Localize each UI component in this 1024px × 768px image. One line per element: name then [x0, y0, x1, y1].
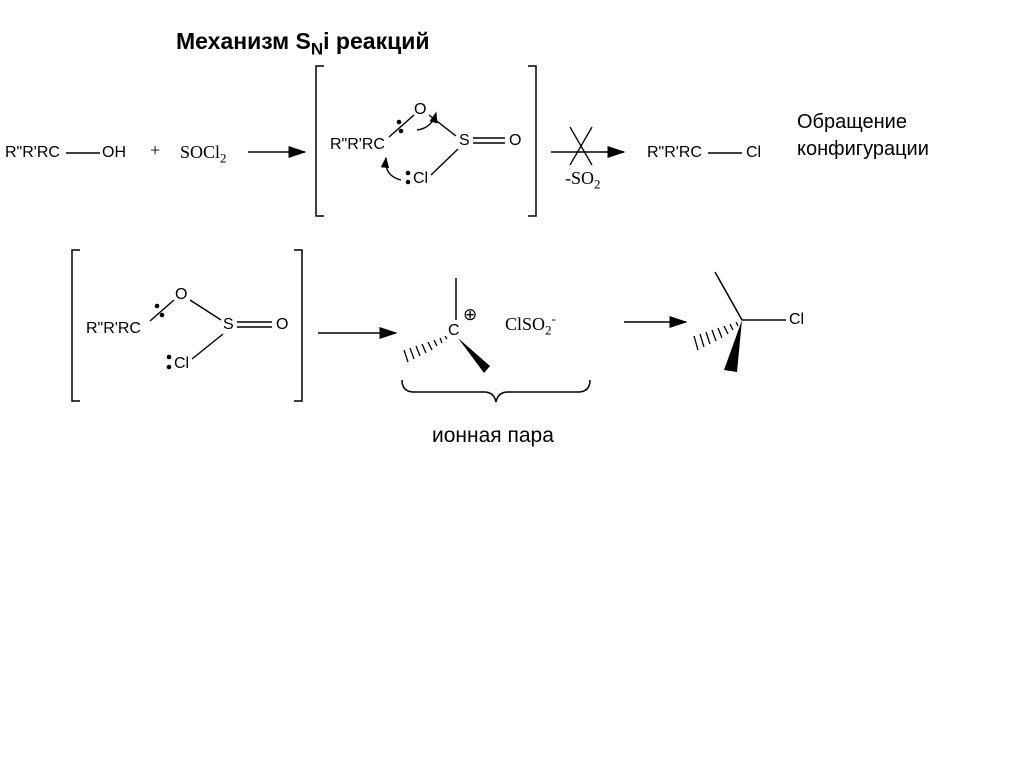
intermediate-r-label: R"R'RC — [330, 136, 385, 153]
c-o-bond-2 — [149, 299, 175, 322]
cross-line-b — [569, 126, 593, 166]
intermediate2-o2-label: O — [276, 316, 289, 333]
cation-wedge-bond — [458, 338, 490, 373]
anion-label: ClSO2- — [505, 311, 556, 338]
plus-sign: + — [150, 140, 161, 160]
intermediate-s-label: S — [459, 132, 470, 149]
ion-pair-label: ионная пара — [432, 424, 554, 447]
intermediate-o2-label: O — [509, 132, 522, 149]
so2-loss-label: -SO2 — [565, 168, 601, 192]
curved-arrow-cl-to-c — [380, 156, 402, 181]
cation-hashed-bond — [403, 335, 448, 363]
reactant-label: R"R'RC — [5, 144, 60, 161]
intermediate2-r-label: R"R'RC — [86, 320, 141, 337]
curved-arrow-o-to-s — [416, 111, 438, 131]
lone-pair-dot — [166, 354, 172, 360]
note-line-2: конфигурации — [797, 138, 929, 160]
ion-pair-brace — [401, 379, 591, 403]
product2-cl-label: Cl — [789, 311, 805, 328]
intermediate2-cl-label: Cl — [174, 355, 190, 372]
o-s-bond-2 — [189, 299, 222, 321]
product-r-label: R"R'RC — [647, 144, 702, 161]
lone-pair-dot — [154, 303, 160, 309]
reagent-label: SOCl2 — [180, 142, 227, 166]
product-wedge-bond — [724, 320, 742, 372]
lone-pair-dot — [405, 179, 411, 185]
intermediate2-o-label: O — [175, 286, 188, 303]
hydroxyl-label: OH — [102, 144, 126, 161]
lone-pair-dot — [396, 119, 402, 125]
bracket-left-2 — [71, 249, 80, 402]
s-cl-bond-2 — [191, 333, 224, 360]
page-title: Механизм SNi реакций — [176, 28, 430, 59]
intermediate2-s-label: S — [223, 316, 234, 333]
s-cl-bond-1 — [430, 148, 459, 176]
product-up-bond — [714, 271, 743, 321]
lone-pair-dot — [159, 312, 165, 318]
bracket-right-2 — [294, 249, 303, 402]
bracket-right-1 — [528, 65, 537, 217]
lone-pair-dot — [398, 128, 404, 134]
lone-pair-dot — [405, 170, 411, 176]
product-cl-label: Cl — [746, 144, 762, 161]
cation-charge: ⊕ — [463, 305, 478, 325]
intermediate-o-label: O — [414, 101, 427, 118]
lone-pair-dot — [166, 364, 172, 370]
o-s-bond-1 — [428, 114, 457, 137]
c-o-bond-1 — [388, 114, 415, 138]
cation-c-label: C — [448, 322, 460, 339]
product-hashed-bond — [693, 321, 739, 351]
note-line-1: Обращение — [797, 111, 907, 133]
bracket-left-1 — [315, 65, 324, 217]
intermediate-cl-label: Cl — [413, 170, 429, 187]
